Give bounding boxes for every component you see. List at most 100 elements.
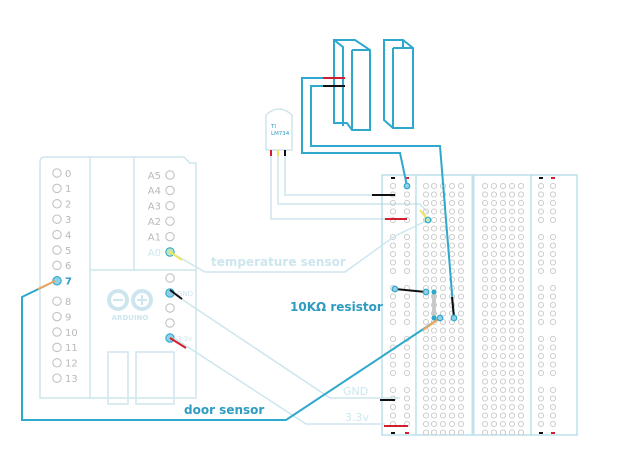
breadboard-hole <box>549 369 557 377</box>
breadboard-hole <box>481 420 489 428</box>
digital-pin-label: 3 <box>65 215 71 226</box>
breadboard-hole <box>439 420 447 428</box>
breadboard-hole <box>457 301 465 309</box>
breadboard-hole <box>481 284 489 292</box>
breadboard-hole <box>422 420 430 428</box>
breadboard-hole <box>508 352 516 360</box>
breadboard-hole <box>490 395 498 402</box>
temperature-sensor-label: temperature sensor <box>211 255 346 269</box>
breadboard-hole <box>422 250 430 258</box>
breadboard-hole <box>403 361 411 368</box>
breadboard-holes <box>389 182 557 436</box>
rail-mark-bottom <box>391 432 395 434</box>
breadboard-hole <box>537 216 545 224</box>
breadboard-hole <box>490 293 498 300</box>
breadboard-hole <box>499 335 507 343</box>
breadboard-hole <box>517 199 525 207</box>
reed-wire-red <box>301 77 408 187</box>
breadboard-hole <box>448 429 456 436</box>
breadboard-hole <box>490 335 498 343</box>
breadboard-hole <box>403 403 411 411</box>
rail-mark-top <box>539 177 543 179</box>
breadboard-hole <box>389 352 397 360</box>
breadboard-hole <box>430 352 438 360</box>
breadboard-hole <box>499 420 507 428</box>
breadboard-hole <box>422 208 430 215</box>
breadboard-hole <box>481 259 489 266</box>
digital-pin-4 <box>52 229 62 240</box>
breadboard-hole <box>549 412 557 419</box>
breadboard-hole <box>403 412 411 419</box>
breadboard-hole <box>490 310 498 317</box>
breadboard-hole <box>422 344 430 351</box>
breadboard-hole <box>499 361 507 368</box>
breadboard-hole <box>457 182 465 190</box>
breadboard-hole <box>439 352 447 360</box>
breadboard-hole <box>389 182 397 190</box>
breadboard-hole <box>448 327 456 334</box>
usb-port <box>107 351 129 405</box>
breadboard-hole <box>422 242 430 249</box>
breadboard-hole <box>457 216 465 224</box>
breadboard-hole <box>457 395 465 402</box>
breadboard-hole <box>549 293 557 300</box>
breadboard-hole <box>481 378 489 385</box>
breadboard-hole <box>508 335 516 343</box>
breadboard-hole <box>490 301 498 309</box>
breadboard-hole <box>430 182 438 190</box>
breadboard-hole <box>481 250 489 258</box>
breadboard-hole <box>403 259 411 266</box>
breadboard-hole <box>517 259 525 266</box>
breadboard-hole <box>490 259 498 266</box>
breadboard-hole <box>490 429 498 436</box>
digital-pin-5 <box>52 245 62 255</box>
bb-orange-lead <box>422 317 441 331</box>
breadboard-hole <box>422 386 430 394</box>
breadboard-hole <box>389 301 397 309</box>
breadboard-hole <box>389 199 397 207</box>
breadboard-hole <box>537 293 545 300</box>
analog-pin-label: A3 <box>148 202 161 213</box>
breadboard-hole <box>430 361 438 368</box>
breadboard-hole <box>499 225 507 232</box>
breadboard-hole <box>508 395 516 402</box>
breadboard-hole <box>439 403 447 411</box>
arduino-outline <box>39 156 197 399</box>
digital-pin-6 <box>52 260 62 271</box>
breadboard-hole <box>439 293 447 300</box>
breadboard-hole <box>537 403 545 411</box>
breadboard-hole <box>490 386 498 394</box>
breadboard-hole <box>537 420 545 428</box>
gnd-wire <box>173 293 400 399</box>
power-pin <box>165 318 175 328</box>
breadboard-hole <box>439 276 447 283</box>
breadboard-hole <box>481 318 489 326</box>
breadboard-hole <box>448 216 456 224</box>
breadboard-hole <box>517 242 525 249</box>
breadboard-hole <box>508 182 516 190</box>
breadboard-hole <box>537 250 545 258</box>
digital-pin-2 <box>52 199 62 209</box>
breadboard-hole <box>549 284 557 292</box>
digital-pin-label: 11 <box>65 343 78 354</box>
breadboard-hole <box>499 216 507 224</box>
breadboard-hole <box>389 259 397 266</box>
breadboard-hole <box>517 233 525 241</box>
breadboard-hole <box>448 344 456 351</box>
breadboard-hole <box>448 378 456 385</box>
digital-pin-11 <box>52 342 62 353</box>
breadboard-hole <box>430 395 438 402</box>
breadboard-hole <box>457 344 465 351</box>
breadboard-hole <box>517 250 525 258</box>
breadboard-hole <box>490 284 498 292</box>
analog-pin-label: A4 <box>148 186 161 197</box>
breadboard-hole <box>422 403 430 411</box>
breadboard-hole <box>508 242 516 249</box>
breadboard-hole <box>549 182 557 190</box>
breadboard-hole <box>499 293 507 300</box>
breadboard-hole <box>439 369 447 377</box>
breadboard-hole <box>499 233 507 241</box>
breadboard-hole <box>457 267 465 275</box>
breadboard-hole <box>537 361 545 368</box>
